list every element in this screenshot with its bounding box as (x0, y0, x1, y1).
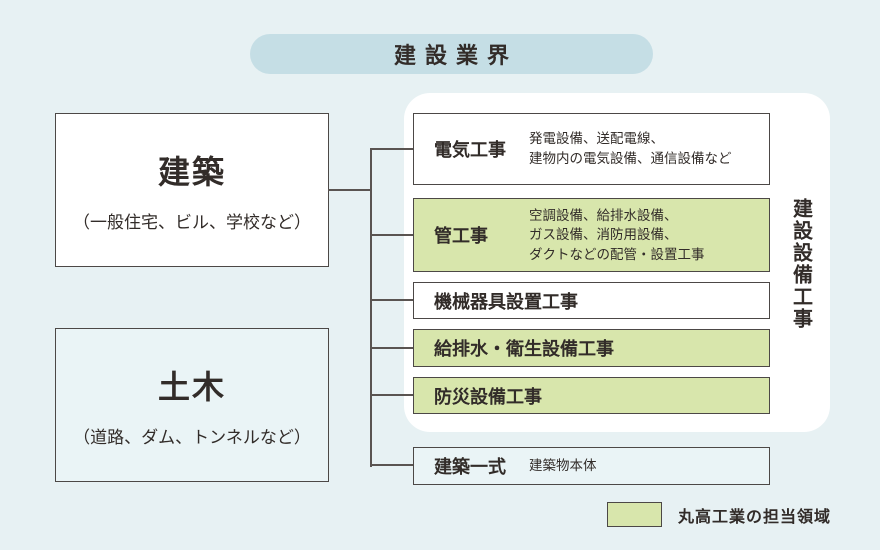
connector-stub-electrical (370, 148, 415, 150)
work-box-pipe: 管工事 空調設備、給排水設備、 ガス設備、消防用設備、 ダクトなどの配管・設置工… (413, 198, 770, 272)
work-box-water-sanitation: 給排水・衛生設備工事 (413, 329, 770, 367)
connector-building (328, 189, 372, 191)
work-box-machinery: 機械器具設置工事 (413, 282, 770, 319)
work-desc-building-complete: 建築物本体 (529, 458, 597, 474)
work-label-electrical: 電気工事 (434, 140, 506, 160)
connector-stub-water (370, 347, 415, 349)
work-label-water-sanitation: 給排水・衛生設備工事 (434, 339, 614, 359)
work-label-disaster-prevention: 防災設備工事 (434, 386, 542, 407)
building-subtitle: （一般住宅、ビル、学校など） (73, 213, 311, 232)
work-label-building-complete: 建築一式 (434, 457, 506, 477)
work-desc-electrical: 発電設備、送配電線、 建物内の電気設備、通信設備など (529, 131, 732, 166)
legend-highlight-swatch (607, 502, 662, 527)
connector-stub-disaster (370, 394, 415, 396)
connector-stub-pipe (370, 234, 415, 236)
group-label-equipment-works: 建設設備工事 (789, 198, 812, 330)
connector-trunk (370, 148, 372, 467)
work-label-machinery: 機械器具設置工事 (434, 291, 578, 312)
work-box-disaster-prevention: 防災設備工事 (413, 377, 770, 414)
work-label-pipe: 管工事 (434, 226, 488, 246)
work-desc-pipe: 空調設備、給排水設備、 ガス設備、消防用設備、 ダクトなどの配管・設置工事 (529, 207, 705, 262)
legend: 丸高工業の担当領域 (607, 502, 831, 527)
diagram-title: 建設業界 (393, 43, 518, 68)
legend-label: 丸高工業の担当領域 (678, 508, 832, 526)
connector-stub-machinery (370, 299, 415, 301)
civil-subtitle: （道路、ダム、トンネルなど） (73, 428, 311, 447)
category-box-building: 建築 （一般住宅、ビル、学校など） (55, 113, 329, 267)
building-title: 建築 (157, 154, 226, 190)
diagram-title-pill: 建設業界 (250, 34, 653, 74)
work-box-building-complete: 建築一式 建築物本体 (413, 447, 770, 485)
category-box-civil: 土木 （道路、ダム、トンネルなど） (55, 328, 329, 482)
civil-title: 土木 (157, 369, 226, 405)
connector-stub-building-complete (370, 464, 415, 466)
work-box-electrical: 電気工事 発電設備、送配電線、 建物内の電気設備、通信設備など (413, 113, 770, 185)
